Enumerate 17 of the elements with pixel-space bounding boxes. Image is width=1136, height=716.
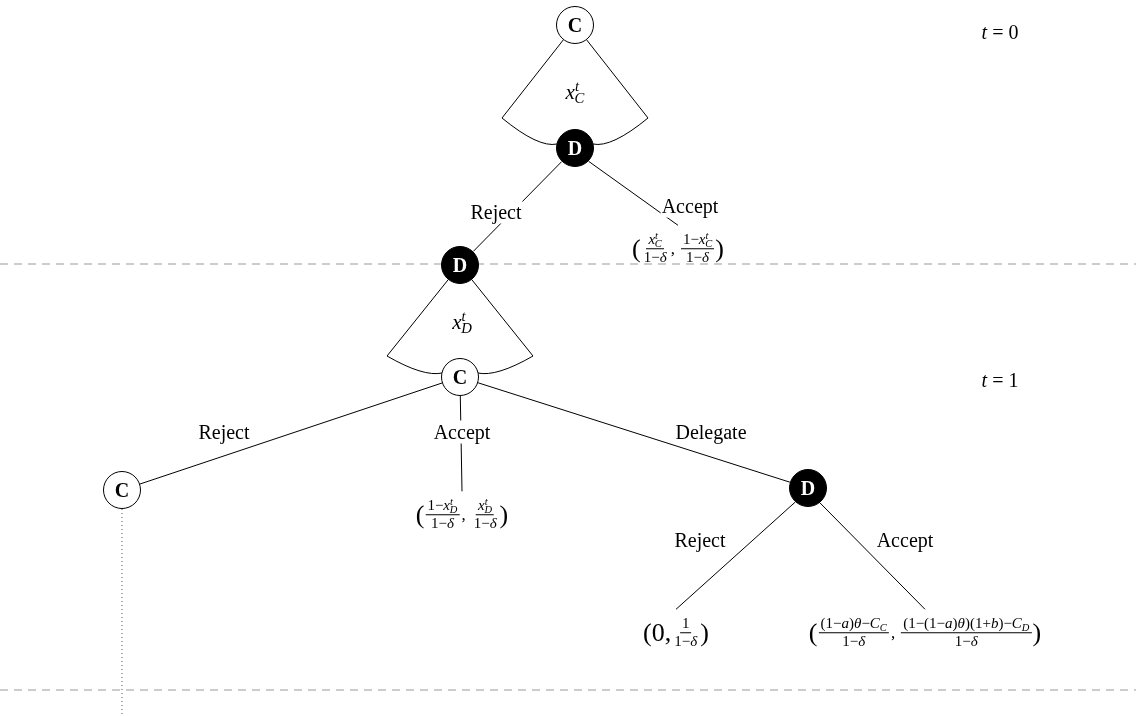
branch-line — [139, 382, 443, 485]
decision-node-filled: D — [556, 129, 594, 167]
action-label: Reject — [469, 200, 523, 224]
decision-node-filled: D — [441, 246, 479, 284]
branch-line — [819, 502, 926, 610]
decision-node-filled: D — [789, 469, 827, 507]
decision-node: C — [103, 471, 141, 509]
branch-line — [588, 160, 679, 226]
action-label: Accept — [432, 420, 492, 444]
offer-wedge — [501, 39, 649, 145]
branch-line — [477, 382, 791, 483]
branch-line — [675, 501, 796, 610]
offer-wedge — [386, 279, 534, 375]
decision-node: C — [441, 358, 479, 396]
period-label: t = 0 — [981, 20, 1019, 44]
decision-node: C — [556, 6, 594, 44]
period-label: t = 1 — [981, 368, 1019, 392]
